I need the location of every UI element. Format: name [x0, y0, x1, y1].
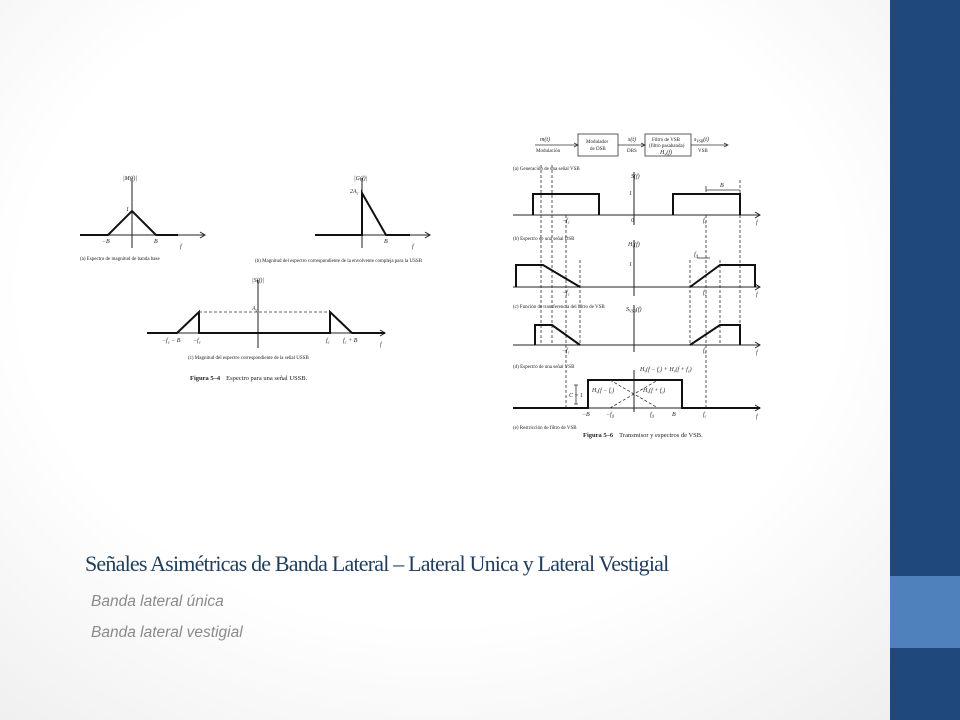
label-m-of-f: |M(f)|: [123, 175, 137, 182]
caption-a: (a) Espectro de magnitud de banda base: [80, 257, 160, 262]
label-hv-of-f: Hv(f): [659, 149, 672, 157]
label-filtro-vsb: Filtro de VSB: [652, 138, 681, 143]
label-neg-fdelta: −fΔ: [606, 411, 615, 419]
label-fc: fc: [326, 337, 330, 345]
label-svsb: SVSB(f): [626, 306, 642, 314]
label-svsb-of-t: sVSB(t): [694, 136, 709, 144]
label-fc-c: fc: [703, 347, 707, 355]
label-f-d: f: [756, 413, 759, 420]
label-pos-b: B: [154, 239, 158, 245]
label-h-plus: Hv(f + fc): [642, 387, 665, 395]
guide-lines: [540, 165, 741, 410]
spectrum-dsb: S(f) 1 0 B −fc fc f (b) Espectro de una …: [513, 172, 761, 242]
label-g-of-f: |G(f)|: [354, 175, 368, 182]
caption-b-56: (b) Espectro de una señal DSB: [513, 237, 575, 242]
diagram-a-baseband: |M(f)| 1 −B B f (a) Espectro de magnitud…: [80, 175, 206, 262]
slide-title: Señales Asimétricas de Banda Lateral – L…: [85, 551, 669, 576]
label-m-of-t: m(t): [540, 136, 550, 143]
label-s-of-t: s(t): [628, 136, 636, 143]
side-band-bottom: [890, 648, 960, 720]
bullet-vestigial-sideband: Banda lateral vestigial: [91, 624, 243, 641]
label-fc-b: fc: [703, 289, 707, 297]
caption-d-56: (d) Espectro de una señal VSB: [513, 365, 575, 370]
label-neg-fc: −fc: [193, 337, 201, 345]
label-one-b: 1: [629, 262, 632, 268]
label-b-d: B: [672, 412, 676, 418]
label-neg-fc-minus-b: −fc − B: [162, 337, 181, 345]
label-filtro-pasabanda: (filtro pasabanda): [649, 144, 685, 149]
vsb-block-diagram: m(t) Modulación Modulador de DSB s(t) DB…: [513, 133, 729, 172]
label-2ac: 2Ac: [350, 189, 359, 196]
label-zero: 0: [631, 218, 634, 224]
filter-transfer: Hv(f) 1 fΔ −fc fc f (c) Función de trans…: [513, 240, 761, 310]
label-s-of-f-56: S(f): [631, 173, 640, 180]
label-neg-fc-a: −fc: [562, 217, 570, 225]
label-fdelta: fΔ: [694, 251, 699, 259]
label-neg-b: −B: [102, 239, 110, 245]
label-f-b-56: f: [756, 291, 759, 298]
label-h-minus: Hv(f − fc): [591, 387, 614, 395]
label-fc-plus-b: fc + B: [343, 337, 358, 345]
side-band-top: [890, 0, 960, 576]
caption-e-56: (e) Restricción de filtro de VSB: [513, 426, 577, 431]
label-peak-1: 1: [126, 207, 129, 213]
diagram-c-ussb: |S(f)| Ac −fc − B −fc fc fc + B f (c) Ma…: [147, 277, 386, 361]
label-s-of-f: |S(f)|: [252, 277, 264, 284]
spectrum-vsb: SVSB(f) −fc fc f (d) Espectro de una señ…: [513, 305, 761, 370]
caption-c-56: (c) Función de transferencia del filtro …: [513, 305, 605, 310]
label-f: f: [180, 243, 183, 250]
vsb-restriction: C = 1 Hv(f − fc) + Hv(f + fc) Hv(f − fc)…: [513, 366, 761, 431]
label-ac: Ac: [251, 306, 258, 313]
label-dbs: DBS: [627, 149, 637, 154]
label-sum-h: Hv(f − fc) + Hv(f + fc): [639, 366, 692, 374]
diagram-b-envelope: |G(f)| 2Ac B f (b) Magnitud del espectro…: [255, 175, 431, 264]
label-one-a: 1: [629, 191, 632, 197]
label-b: B: [384, 239, 388, 245]
label-f-b: f: [412, 243, 415, 250]
label-fc-d: fc: [703, 411, 707, 419]
label-fdelta-d: fΔ: [650, 411, 655, 419]
label-f-c: f: [380, 341, 383, 348]
label-de-dsb: de DSB: [590, 147, 606, 152]
label-neg-b-d: −B: [582, 412, 590, 418]
label-modulador: Modulador: [586, 140, 609, 145]
label-f-a: f: [756, 219, 759, 226]
label-hv-b: Hv(f): [627, 241, 640, 249]
bullet-single-sideband: Banda lateral única: [91, 593, 224, 610]
label-fc-a: fc: [703, 217, 707, 225]
label-f-c-56: f: [756, 349, 759, 356]
caption-c: (c) Magnitud del espectro correspondient…: [188, 356, 309, 361]
label-vsb: VSB: [698, 149, 708, 154]
label-neg-fc-c: −fc: [562, 347, 570, 355]
label-neg-fc-b: −fc: [562, 289, 570, 297]
caption-b: (b) Magnitud del espectro correspondient…: [255, 259, 423, 264]
side-band-middle: [890, 576, 960, 648]
label-c-equals-1: C = 1: [569, 393, 583, 399]
label-modulacion: Modulación: [536, 149, 561, 154]
caption-a-56: (a) Generación de una señal VSB: [513, 167, 580, 172]
label-b-width: B: [720, 183, 724, 189]
